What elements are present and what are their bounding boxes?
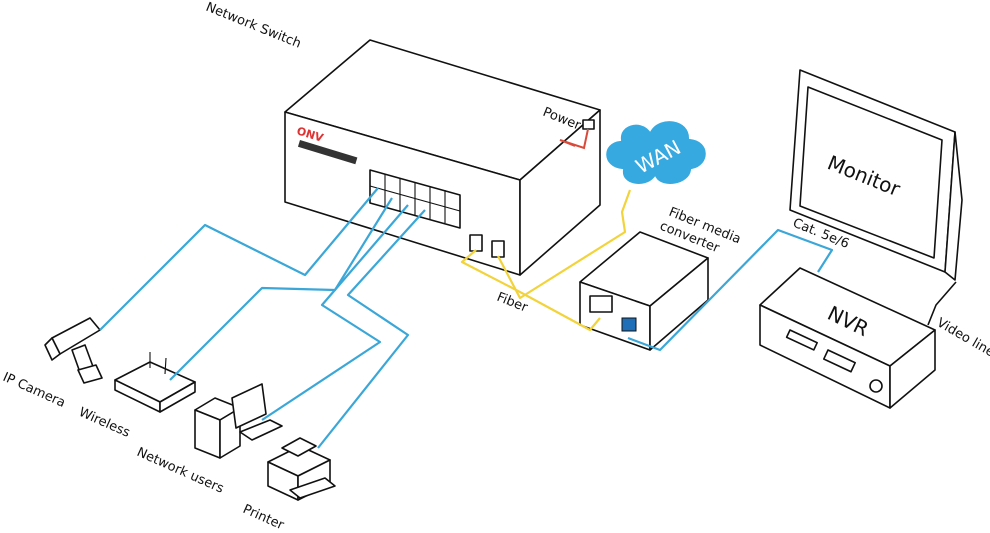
wireless-router-device	[114, 352, 196, 413]
wireless-label: Wireless	[76, 405, 132, 441]
ip-camera-device	[44, 317, 103, 384]
network-switch-label: Network Switch	[204, 0, 304, 52]
video-cable	[927, 281, 957, 326]
converter-rj45-port	[621, 317, 637, 332]
printer-device	[267, 437, 336, 501]
ethernet-cables	[99, 187, 834, 449]
power-cable	[559, 128, 589, 150]
monitor: Monitor	[789, 69, 963, 281]
nvr: NVR	[759, 267, 936, 409]
fiber-cables	[460, 189, 632, 332]
wan-cloud: WAN	[604, 119, 708, 186]
video-line-label: Video line	[934, 315, 990, 360]
fiber-media-converter	[579, 231, 709, 351]
network-user-pc-device	[194, 383, 283, 459]
power-socket	[582, 119, 595, 130]
network-switch: ONV	[284, 39, 601, 276]
printer-label: Printer	[240, 502, 286, 533]
ip-camera-label: IP Camera	[0, 370, 67, 411]
switch-port-block	[369, 169, 461, 229]
